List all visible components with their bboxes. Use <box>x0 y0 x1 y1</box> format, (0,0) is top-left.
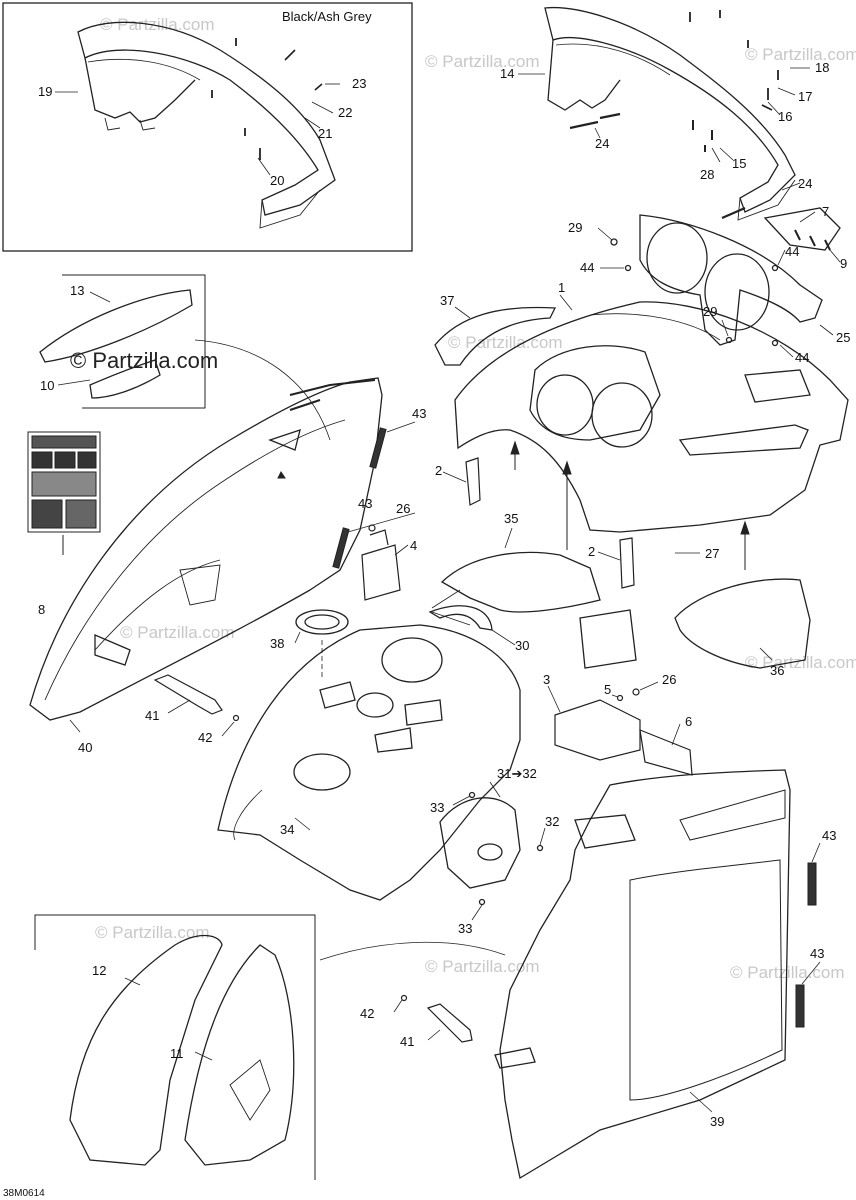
callout: 9 <box>840 256 847 271</box>
deflector-drawing <box>39 289 331 441</box>
callout: 41 <box>400 1034 414 1049</box>
callout: 35 <box>504 511 518 526</box>
callout: 33 <box>430 800 444 815</box>
callout: 23 <box>352 76 366 91</box>
callout: 15 <box>732 156 746 171</box>
callout: 12 <box>92 963 106 978</box>
watermark: © Partzilla.com <box>95 923 210 942</box>
callout: 4 <box>410 538 417 553</box>
callout: 26 <box>662 672 676 687</box>
windshield-variant-drawing <box>77 21 336 229</box>
left-body-panel-drawing <box>29 377 383 721</box>
callout: 26 <box>396 501 410 516</box>
callout: 41 <box>145 708 159 723</box>
callout: 20 <box>270 173 284 188</box>
callout: 2 <box>588 544 595 559</box>
windshield-drawing <box>544 6 796 221</box>
callout: 1 <box>558 280 565 295</box>
callout-labels: Black/Ash Grey 19 23 22 21 20 14 18 17 1… <box>3 9 850 1199</box>
bracket-4-drawing <box>361 524 401 601</box>
callout: 44 <box>580 260 594 275</box>
callout: 25 <box>836 330 850 345</box>
side-panels-inset-drawing <box>69 934 506 1166</box>
callout: 43 <box>358 496 372 511</box>
watermark: © Partzilla.com <box>448 333 563 352</box>
instrument-support-drawing <box>610 207 841 347</box>
watermark: © Partzilla.com <box>100 15 215 34</box>
watermark: © Partzilla.com <box>730 963 845 982</box>
glove-box-parts-drawing <box>428 551 811 669</box>
callout: 24 <box>798 176 812 191</box>
callout: 44 <box>785 244 799 259</box>
callout: 22 <box>338 105 352 120</box>
callout: 40 <box>78 740 92 755</box>
callout: 7 <box>822 204 829 219</box>
handle-41-42-left <box>153 674 240 722</box>
lower-console-drawing <box>217 624 521 901</box>
inset-frame-color-variant <box>2 2 413 252</box>
callout: 28 <box>700 167 714 182</box>
callout: 36 <box>770 663 784 678</box>
handle-41-42-right <box>400 994 473 1043</box>
callout: 16 <box>778 109 792 124</box>
callout: 39 <box>710 1114 724 1129</box>
watermark: © Partzilla.com <box>425 52 540 71</box>
trim-strips-left <box>332 427 387 569</box>
trim-strips-right <box>795 862 817 1028</box>
callout: 13 <box>70 283 84 298</box>
callout: 10 <box>40 378 54 393</box>
inset-frame-deflectors <box>62 274 206 409</box>
callout: 44 <box>795 350 809 365</box>
callout: 34 <box>280 822 294 837</box>
callout: 8 <box>38 602 45 617</box>
callout: 33 <box>458 921 472 936</box>
callout: 18 <box>815 60 829 75</box>
callout: 5 <box>604 682 611 697</box>
watermark: © Partzilla.com <box>425 957 540 976</box>
callout: 6 <box>685 714 692 729</box>
assembly-arrows <box>277 440 750 570</box>
fuel-fill-drawing <box>439 791 544 906</box>
callout: 42 <box>360 1006 374 1021</box>
callout: 31➔32 <box>497 766 537 781</box>
callout: 19 <box>38 84 52 99</box>
warning-decal-drawing <box>27 431 101 555</box>
upper-console-drawing <box>434 301 849 533</box>
right-body-panel-drawing <box>494 769 791 1180</box>
callout: 29 <box>568 220 582 235</box>
drawing-code: 38M0614 <box>3 1188 45 1199</box>
watermark: © Partzilla.com <box>745 653 856 672</box>
callout: 11 <box>170 1046 184 1061</box>
callout: 2 <box>435 463 442 478</box>
callout: 37 <box>440 293 454 308</box>
callout: 42 <box>198 730 212 745</box>
inset-frame-side-panels <box>34 914 316 1180</box>
callout: 3 <box>543 672 550 687</box>
callout: 14 <box>500 66 514 81</box>
variant-label: Black/Ash Grey <box>282 9 372 24</box>
callout: 43 <box>822 828 836 843</box>
watermark: © Partzilla.com <box>120 623 235 642</box>
callout: 43 <box>810 946 824 961</box>
callout: 32 <box>545 814 559 829</box>
bracket-3-6-drawing <box>554 688 693 776</box>
leader-lines <box>55 67 841 1113</box>
watermark: © Partzilla.com <box>745 45 856 64</box>
callout: 29 <box>703 304 717 319</box>
callout: 27 <box>705 546 719 561</box>
clip-2 <box>465 457 635 589</box>
callout: 17 <box>798 89 812 104</box>
callout: 24 <box>595 136 609 151</box>
ring-38-drawing <box>295 609 349 635</box>
callout: 21 <box>318 126 332 141</box>
watermarks: © Partzilla.com © Partzilla.com © Partzi… <box>70 15 856 982</box>
watermark-prominent: © Partzilla.com <box>70 348 218 373</box>
callout: 30 <box>515 638 529 653</box>
callout: 38 <box>270 636 284 651</box>
callout: 43 <box>412 406 426 421</box>
